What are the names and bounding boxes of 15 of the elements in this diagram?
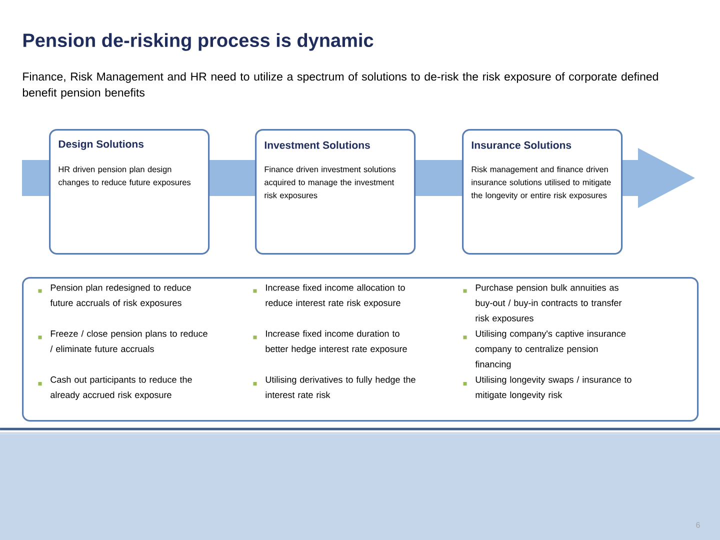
solution-box: Investment Solutions Finance driven investment solutions acquired to manage the investment risk exposures [255,129,416,255]
bullet-item: Freeze / close pension plans to reduce / eliminate future accruals [38,330,208,352]
bullet-item: Increase fixed income duration to better hedge interest rate exposure [253,330,407,354]
solution-box: Insurance Solutions Risk management and finance driven insurance solutions utilised to mitigate the longevity or entire risk exposures [462,129,623,255]
bullet-item: Increase fixed income allocation to reduce interest rate risk exposure [253,284,405,308]
bullet-item: Utilising derivatives to fully hedge the interest rate risk [253,376,416,398]
bullet-item: Utilising company's captive insurance company to centralize pension financing [463,330,626,370]
bullet-item: Utilising longevity swaps / insurance to mitigate longevity risk [463,376,632,400]
bullet-item: Cash out participants to reduce the already accrued risk exposure [38,376,192,400]
subtitle: Finance, Risk Management and HR need to utilize a spectrum of solutions to de-risk the risk exposure of corporate defined benefit pension benefits [22,72,658,99]
title: Pension de-risking process is dynamic [23,33,374,51]
bullet-item: Pension plan redesigned to reduce future accruals of risk exposures [38,284,191,308]
page-number: 6 [696,522,700,528]
solution-box: Design Solutions HR driven pension plan design changes to reduce future exposures [49,129,210,255]
bullet-item: Purchase pension bulk annuities as buy-out / buy-in contracts to transfer risk exposures [463,284,622,324]
